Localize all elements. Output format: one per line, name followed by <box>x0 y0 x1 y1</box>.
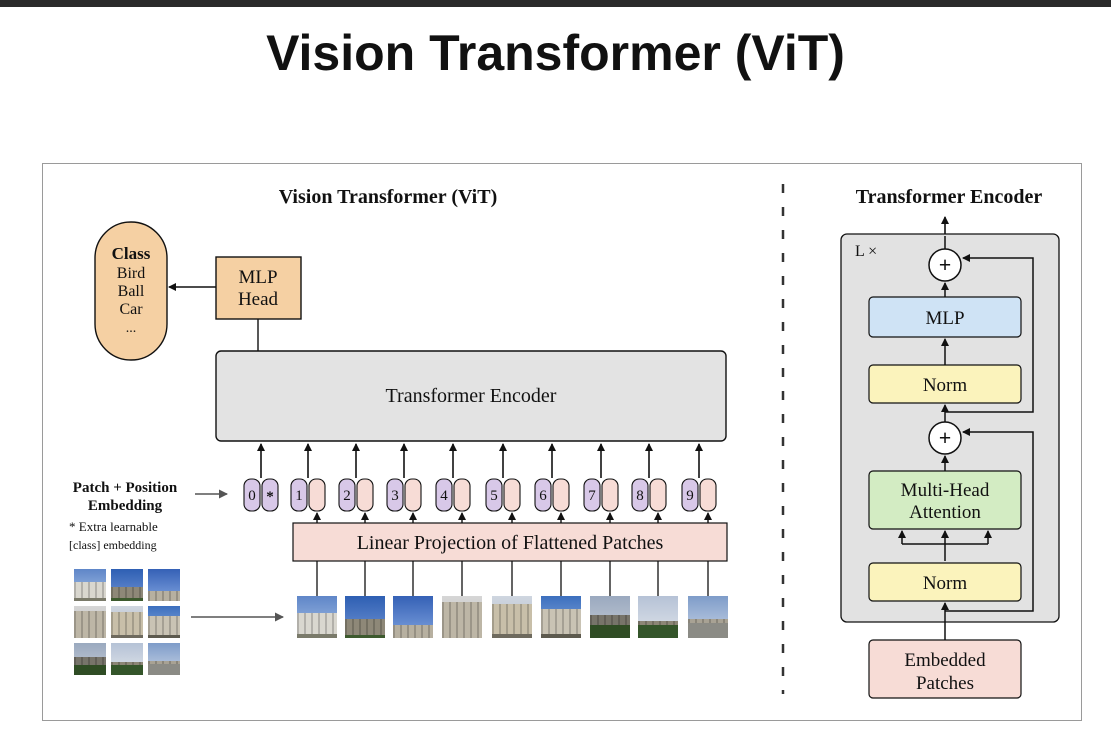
image-patch <box>111 569 143 601</box>
class-item: Bird <box>117 265 145 282</box>
image-patch <box>111 606 143 638</box>
patch-embedding <box>552 478 570 512</box>
position-number: 6 <box>539 488 547 504</box>
image-patch <box>541 596 581 638</box>
position-number: 9 <box>686 488 694 504</box>
norm-bottom-box <box>868 562 1022 602</box>
position-embedding <box>583 478 601 512</box>
image-patch <box>74 606 106 638</box>
residual-connection-top <box>945 254 1034 413</box>
class-item: ... <box>126 321 137 336</box>
position-embedding <box>534 478 552 512</box>
embedded-patches-label: Embedded <box>904 650 986 671</box>
image-patch <box>590 596 630 638</box>
class-token-symbol: * <box>266 489 274 505</box>
class-token <box>261 478 279 512</box>
position-number: 8 <box>636 488 644 504</box>
position-number: 3 <box>391 488 399 504</box>
slide-title: Vision Transformer (ViT) <box>266 25 845 81</box>
encoder-detail-title: Transformer Encoder <box>856 186 1043 208</box>
image-patch <box>111 643 143 675</box>
add-symbol-middle: + <box>939 425 952 450</box>
patch-lines <box>316 561 709 596</box>
vit-title: Vision Transformer (ViT) <box>279 186 498 208</box>
image-patch <box>148 643 180 675</box>
mlp-head-box <box>215 256 302 320</box>
extra-note: * Extra learnable <box>69 519 158 534</box>
class-item: Ball <box>118 283 145 300</box>
position-number: 0 <box>248 488 256 504</box>
position-embedding <box>435 478 453 512</box>
image-patch <box>688 596 728 638</box>
class-box <box>94 221 168 361</box>
embedding-label: Patch + Position <box>73 480 178 496</box>
position-number: 2 <box>343 488 351 504</box>
image-patch <box>74 569 106 601</box>
patch-embedding <box>503 478 521 512</box>
patch-embedding <box>404 478 422 512</box>
linear-projection-box <box>292 522 728 562</box>
patch-embedding <box>308 478 326 512</box>
class-item: Car <box>119 301 143 318</box>
position-embedding <box>681 478 699 512</box>
position-number: 7 <box>588 488 596 504</box>
image-patch <box>297 596 337 638</box>
image-patch <box>638 596 678 638</box>
image-patch <box>393 596 433 638</box>
image-patch <box>345 596 385 638</box>
class-title: Class <box>112 244 151 263</box>
mlp-head-label: MLP <box>238 267 277 288</box>
position-embedding <box>485 478 503 512</box>
position-embedding <box>338 478 356 512</box>
patch-embedding <box>453 478 471 512</box>
image-patch <box>148 606 180 638</box>
mlp-head-label: Head <box>238 289 279 310</box>
position-embedding <box>631 478 649 512</box>
position-embedding <box>290 478 308 512</box>
add-symbol-top: + <box>939 252 952 277</box>
extra-note: [class] embedding <box>69 538 157 552</box>
patch-embedding <box>601 478 619 512</box>
patch-embedding <box>649 478 667 512</box>
patch-embedding <box>356 478 374 512</box>
position-number: 4 <box>440 488 448 504</box>
image-patch <box>148 569 180 601</box>
position-number: 1 <box>295 488 303 504</box>
vit-figure: Vision Transformer (ViT) Class Bird Ball… <box>42 163 1082 721</box>
token-row: 0 * 1 2 3 4 5 6 7 8 9 <box>243 443 717 523</box>
transformer-encoder-label: Transformer Encoder <box>386 385 557 407</box>
transformer-encoder-box <box>215 350 727 442</box>
norm-top-label: Norm <box>923 375 968 396</box>
attention-label: Attention <box>909 502 981 523</box>
embedded-patches-label: Patches <box>916 673 974 694</box>
vit-diagram: Vision Transformer (ViT) Class Bird Ball… <box>69 184 1060 699</box>
image-patch <box>492 596 532 638</box>
top-bar <box>0 0 1111 7</box>
linear-projection-label: Linear Projection of Flattened Patches <box>357 532 664 554</box>
norm-bottom-label: Norm <box>923 573 968 594</box>
attention-label: Multi-Head <box>901 480 990 501</box>
position-embedding <box>243 478 261 512</box>
residual-connection-bottom <box>945 428 1034 612</box>
patch-embedding <box>699 478 717 512</box>
embedding-label: Embedding <box>88 498 163 514</box>
image-patch <box>442 596 482 638</box>
position-number: 5 <box>490 488 498 504</box>
image-patch <box>74 643 106 675</box>
mlp-label: MLP <box>925 308 964 329</box>
repeat-label: L × <box>855 243 877 260</box>
position-embedding <box>386 478 404 512</box>
